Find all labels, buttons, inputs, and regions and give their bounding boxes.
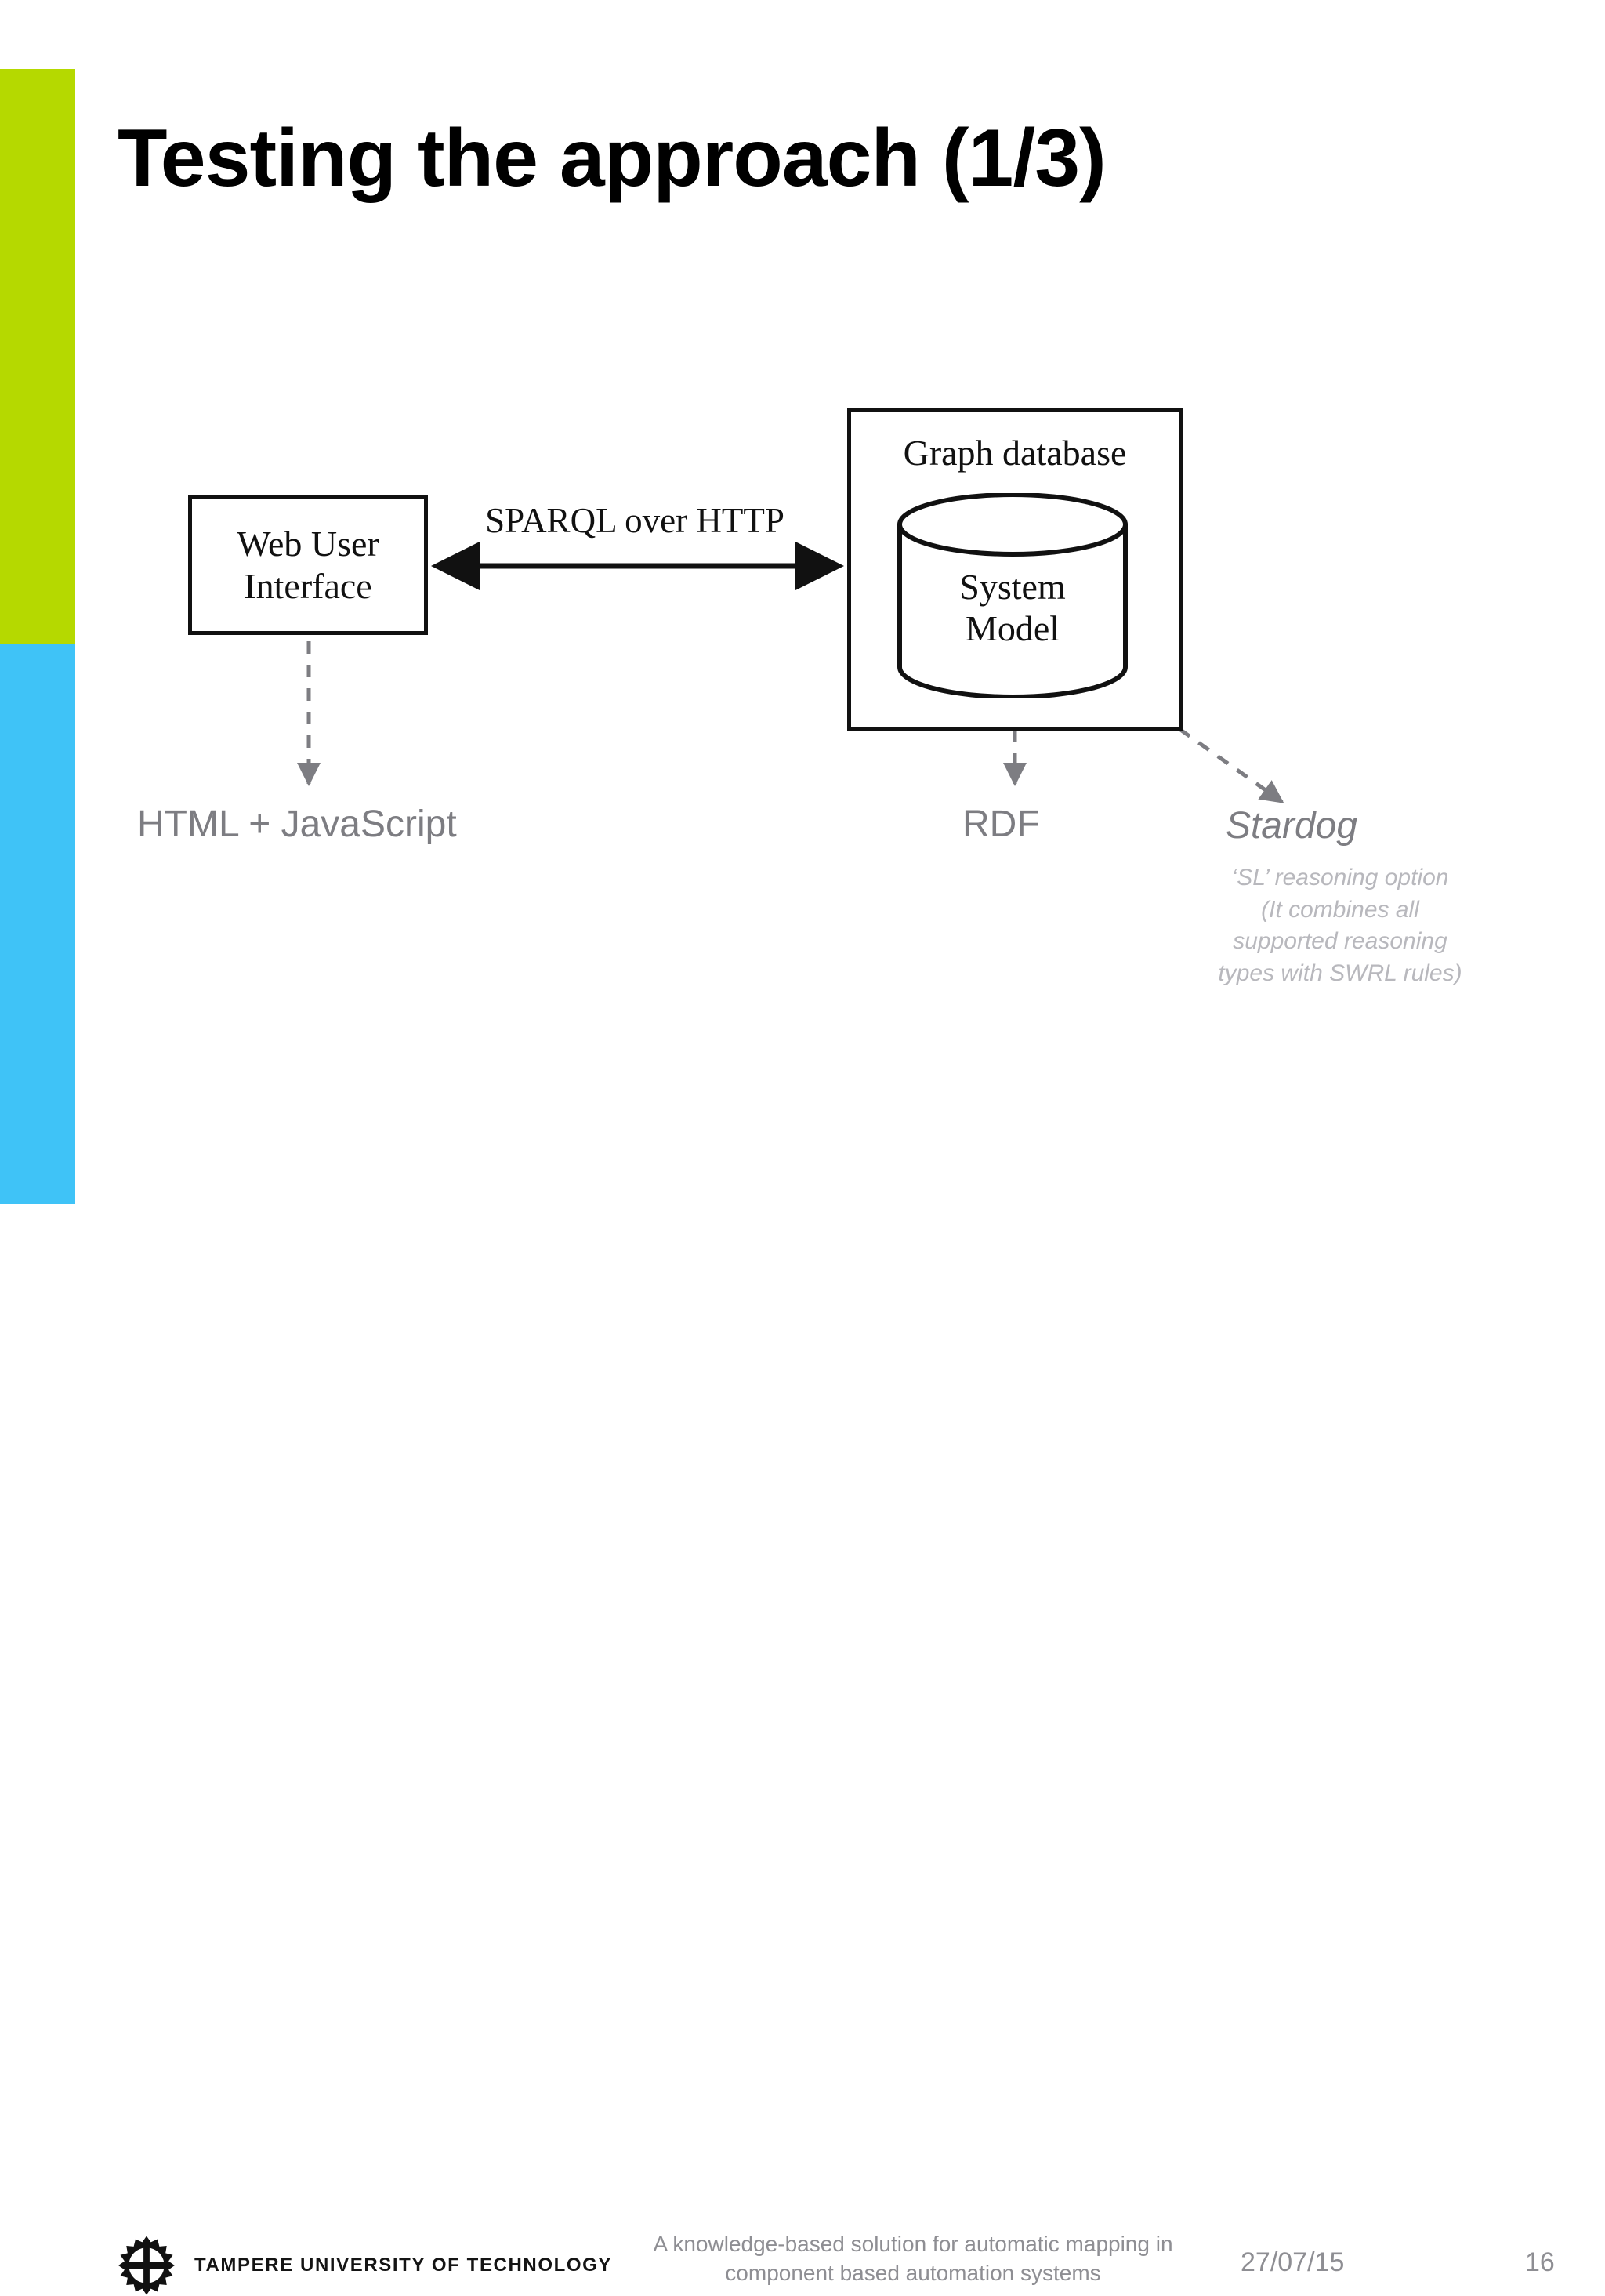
accent-bar-cyan (0, 644, 75, 1204)
database-cylinder-icon (897, 493, 1128, 698)
stardog-note: ‘SL’ reasoning option (It combines all s… (1191, 862, 1489, 989)
university-name: TAMPERE UNIVERSITY OF TECHNOLOGY (194, 2254, 613, 2276)
graph-database-box: Graph database System Model (847, 408, 1183, 731)
stardog-note-line-1: ‘SL’ reasoning option (1231, 865, 1449, 890)
gear-logo-icon (118, 2236, 175, 2295)
footer-subject-line2: component based automation systems (725, 2260, 1101, 2285)
stardog-annotation-arrow (1178, 727, 1284, 804)
system-model-label: System Model (896, 567, 1129, 650)
web-ui-label-line1: Web User (237, 523, 379, 564)
footer-subject: A knowledge-based solution for automatic… (639, 2230, 1187, 2288)
footer-date: 27/07/15 (1241, 2247, 1345, 2277)
web-ui-label-line2: Interface (244, 566, 372, 606)
stardog-note-line-3: supported reasoning (1233, 928, 1447, 954)
university-logo-block: TAMPERE UNIVERSITY OF TECHNOLOGY (116, 2235, 612, 2296)
stardog-note-line-2: (It combines all (1261, 896, 1419, 923)
web-user-interface-box: Web User Interface (188, 495, 428, 635)
graph-database-title: Graph database (903, 433, 1127, 473)
page-title: Testing the approach (1/3) (118, 113, 1107, 204)
system-model-line2: Model (965, 608, 1060, 648)
stardog-note-line-4: types with SWRL rules) (1218, 959, 1462, 986)
accent-bar-green (0, 69, 75, 644)
rdf-annotation: RDF (962, 803, 1040, 845)
footer-page-number: 16 (1525, 2247, 1555, 2277)
sparql-over-http-label: SPARQL over HTTP (485, 501, 784, 540)
slide-footer: TAMPERE UNIVERSITY OF TECHNOLOGY A knowl… (0, 1110, 1605, 2295)
footer-subject-line1: A knowledge-based solution for automatic… (653, 2232, 1173, 2256)
html-javascript-annotation: HTML + JavaScript (137, 803, 457, 845)
stardog-annotation: Stardog (1225, 805, 1358, 847)
system-model-line1: System (959, 567, 1066, 607)
